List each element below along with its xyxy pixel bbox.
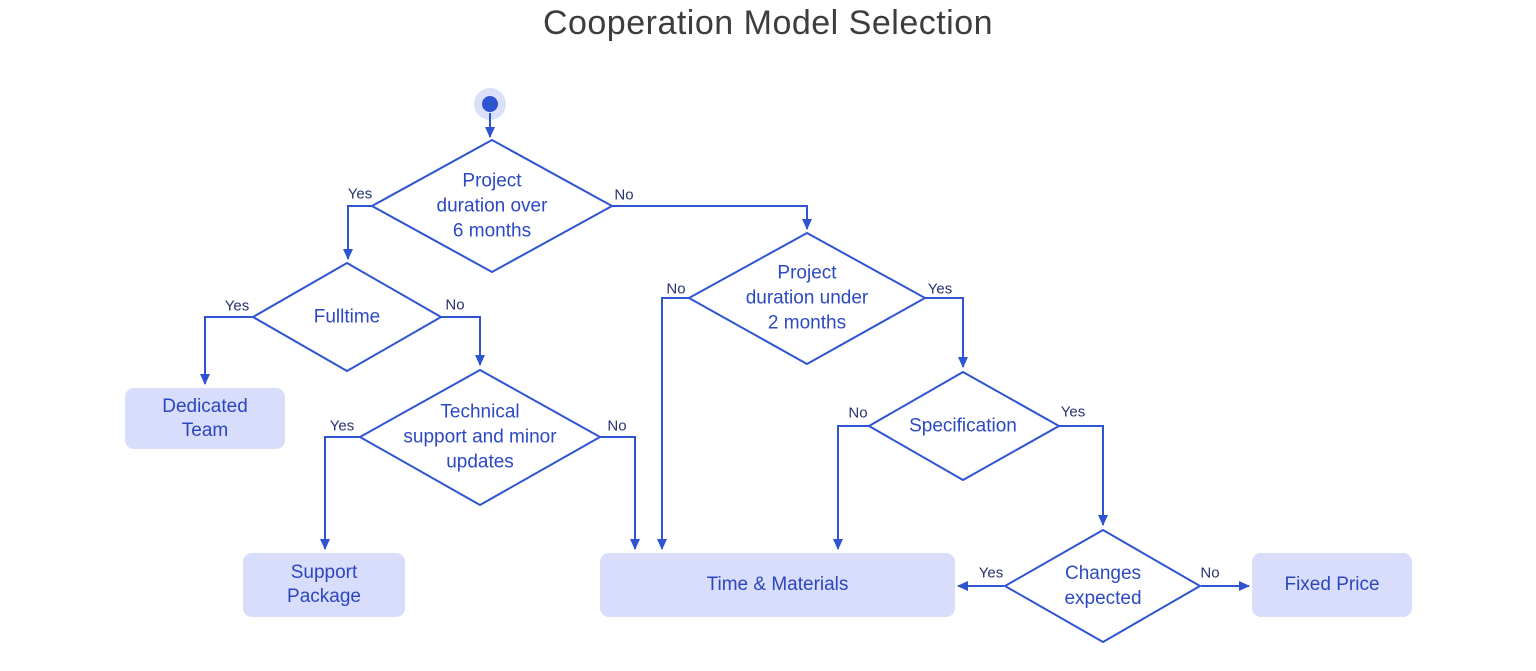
- edge-duration2-no: [657, 297, 689, 550]
- edge-specification-no: [833, 425, 870, 550]
- decision-label-specification: Specification: [909, 415, 1017, 437]
- start-node-glow: [474, 88, 506, 120]
- edge-label-changes-no: No: [1200, 564, 1220, 582]
- edge-label-techsupport-yes: Yes: [329, 417, 355, 435]
- decision-label-duration-under-2: Project duration under 2 months: [745, 262, 869, 334]
- edge-duration2-yes: [924, 297, 968, 368]
- decision-label-tech-support: Technical support and minor updates: [403, 401, 557, 473]
- start-node: [482, 96, 498, 112]
- edge-duration6-yes: [343, 205, 373, 260]
- edge-fulltime-no: [440, 316, 485, 366]
- outcome-label-time-materials: Time & Materials: [706, 574, 849, 596]
- edge-label-specification-yes: Yes: [1060, 403, 1086, 421]
- edge-label-techsupport-no: No: [607, 417, 627, 435]
- decision-label-duration-over-6: Project duration over 6 months: [436, 170, 548, 242]
- edge-label-changes-yes: Yes: [978, 564, 1004, 582]
- edge-duration6-no: [611, 205, 812, 230]
- outcome-box-support-package: Support Package: [243, 553, 405, 617]
- decision-label-changes-expected: Changes expected: [1064, 562, 1142, 609]
- decision-label-fulltime: Fulltime: [313, 306, 381, 328]
- edge-label-duration6-no: No: [614, 186, 634, 204]
- edge-label-duration6-yes: Yes: [347, 185, 373, 203]
- edge-label-fulltime-no: No: [445, 296, 465, 314]
- edge-label-duration2-no: No: [666, 280, 686, 298]
- edge-techsupport-no: [599, 436, 640, 550]
- outcome-label-fixed-price: Fixed Price: [1284, 574, 1380, 596]
- edge-label-duration2-yes: Yes: [927, 280, 953, 298]
- outcome-box-dedicated-team: Dedicated Team: [125, 388, 285, 449]
- outcome-box-time-materials: Time & Materials: [600, 553, 955, 617]
- edge-specification-yes: [1058, 425, 1108, 526]
- outcome-label-dedicated-team: Dedicated Team: [162, 395, 248, 441]
- edge-label-fulltime-yes: Yes: [224, 297, 250, 315]
- edge-techsupport-yes: [320, 436, 361, 550]
- edge-fulltime-yes: [200, 316, 254, 385]
- outcome-label-support-package: Support Package: [287, 562, 361, 607]
- edge-label-specification-no: No: [848, 404, 868, 422]
- diagram-title: Cooperation Model Selection: [542, 4, 994, 42]
- outcome-box-fixed-price: Fixed Price: [1252, 553, 1412, 617]
